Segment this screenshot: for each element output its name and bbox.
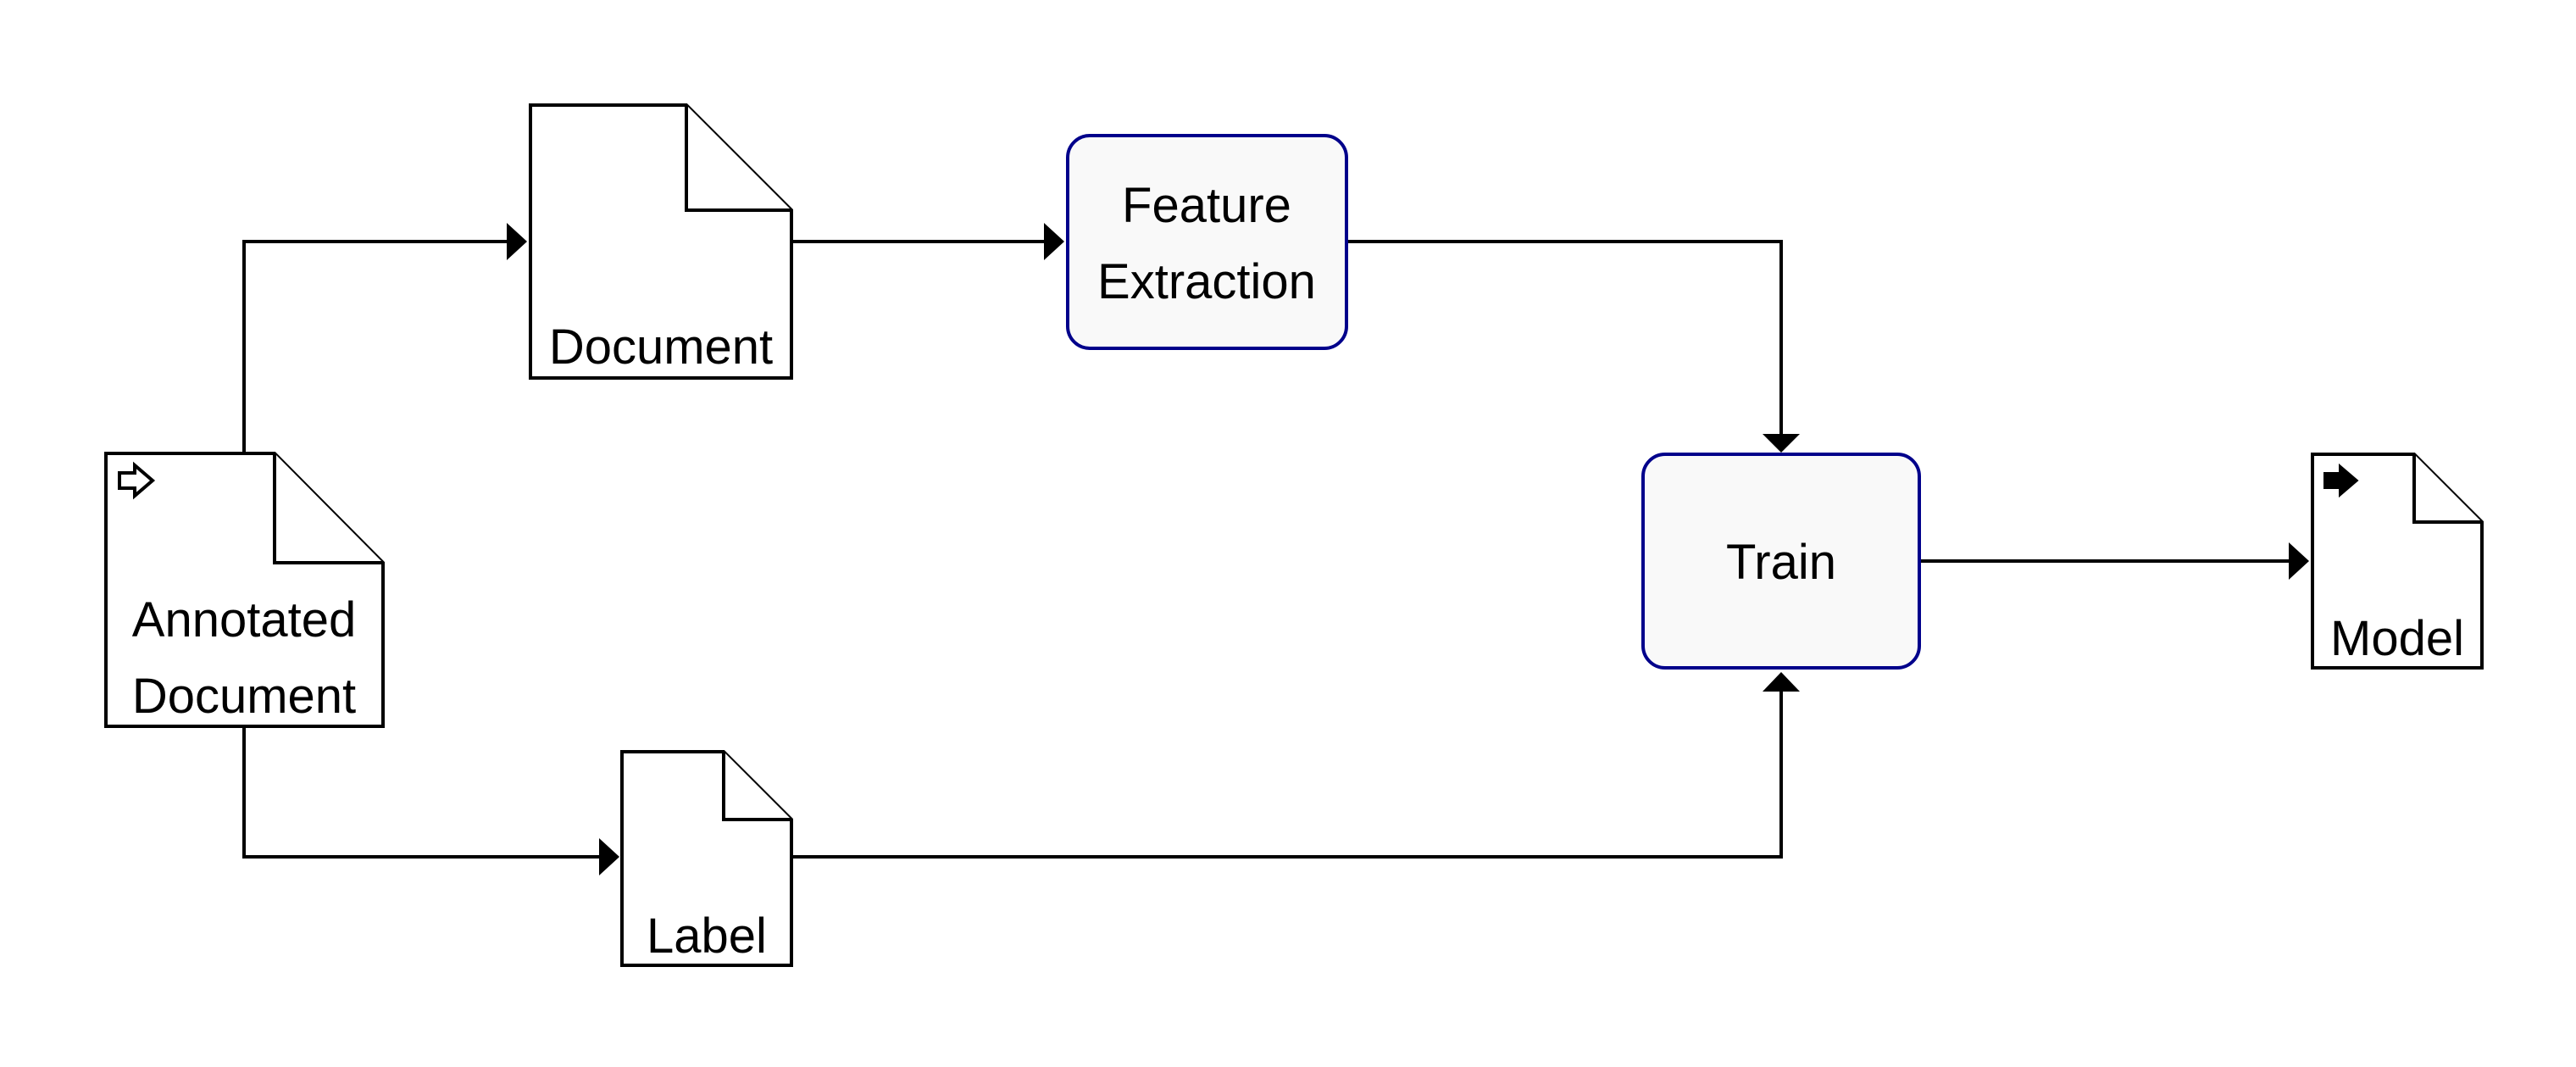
arrowhead-down	[1763, 434, 1800, 453]
node-label-line: Train	[1726, 535, 1836, 590]
node-label[interactable]: Label	[620, 750, 793, 967]
folded-corner	[722, 752, 791, 821]
edge-annotated-document-to-label	[242, 726, 619, 875]
node-model[interactable]: Model	[2311, 453, 2484, 670]
input-arrow-outline-icon	[118, 461, 156, 500]
output-arrow-filled-icon	[2323, 463, 2359, 498]
node-train[interactable]: Train	[1641, 453, 1921, 670]
folded-corner	[2412, 454, 2482, 524]
node-label-line: Extraction	[1097, 254, 1316, 309]
node-label-line: Model	[2330, 611, 2464, 666]
edge-feature-extraction-to-train	[1346, 240, 1800, 453]
arrowhead-up	[1763, 672, 1800, 692]
node-label-line: Feature	[1122, 178, 1291, 233]
node-document[interactable]: Document	[529, 103, 793, 380]
node-label-line: Document	[549, 320, 773, 375]
arrowhead-right	[1044, 223, 1064, 260]
edge-label-to-train	[791, 672, 1800, 859]
node-annotated-document[interactable]: Annotated Document	[104, 452, 385, 728]
edges	[242, 223, 2309, 875]
folded-corner	[273, 453, 383, 564]
arrowhead-right	[2289, 542, 2309, 580]
node-feature-extraction[interactable]: Feature Extraction	[1066, 134, 1348, 350]
arrowhead-right	[599, 838, 619, 875]
edge-train-to-model	[1919, 542, 2309, 580]
node-label-line: Document	[132, 669, 356, 724]
node-label-line: Label	[647, 909, 767, 964]
process-box	[1641, 453, 1921, 670]
node-label-line: Annotated	[132, 592, 356, 647]
folded-corner	[685, 105, 791, 212]
edge-document-to-feature-extraction	[791, 223, 1064, 260]
edge-annotated-document-to-document	[242, 223, 527, 453]
process-box	[1066, 134, 1348, 350]
arrowhead-right	[507, 223, 527, 260]
